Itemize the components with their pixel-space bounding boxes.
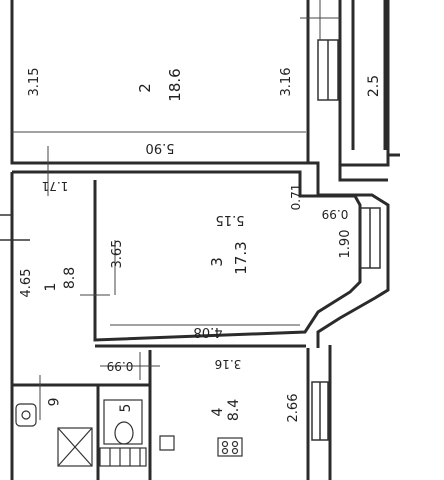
stove-burner-4 [231, 447, 239, 455]
dim-bath-top: 0.99 [107, 359, 134, 373]
dim-room2-left: 3.15 [27, 68, 42, 97]
dim-balcony: 2.5 [366, 75, 382, 97]
room-5-number: 5 [118, 404, 134, 413]
stove-burner-1 [221, 440, 229, 448]
shower-tray [57, 427, 93, 467]
dim-room1-left: 4.65 [19, 269, 34, 298]
room-4-area: 8.4 [226, 399, 242, 421]
wall-balcony [338, 0, 390, 167]
room-6-number: 6 [44, 398, 60, 407]
wall-room3 [93, 170, 362, 342]
walls [10, 0, 400, 480]
toilet-5-bowl [114, 421, 134, 445]
stove-burner-3 [221, 447, 229, 455]
fixtures [15, 399, 243, 467]
sink-6-drain [21, 410, 31, 420]
dim-room1-top: 1.71 [42, 179, 69, 193]
room-3-area: 17.3 [232, 241, 250, 274]
dim-niche: 0.99 [322, 207, 349, 221]
stove [217, 437, 243, 457]
room-2-number: 2 [136, 83, 154, 93]
dim-room3-bottom: 4.08 [194, 324, 223, 339]
room-labels: 2 18.6 3 17.3 1 8.8 4 8.4 5 6 [43, 68, 250, 421]
room-1-number: 1 [43, 283, 59, 292]
dim-room4-right: 2.66 [286, 394, 301, 423]
room-3-number: 3 [208, 257, 226, 267]
dim-room3-right: 1.90 [338, 230, 353, 259]
wall-corridor-outer [338, 165, 388, 182]
dim-room3-left: 3.65 [110, 240, 125, 269]
dim-corridor: 0.71 [289, 184, 303, 211]
dimension-lines [12, 0, 340, 420]
dim-room2-right: 3.16 [279, 68, 294, 97]
shower-cross-2 [57, 427, 93, 467]
dim-room4-top: 3.16 [215, 357, 242, 371]
dimension-labels: 3.15 3.16 5.90 2.5 1.71 4.65 3.65 5.15 0… [19, 68, 382, 423]
room-4-number: 4 [210, 407, 226, 416]
room-1-area: 8.8 [62, 267, 78, 289]
sink-6 [15, 403, 37, 427]
wall-room2 [10, 0, 310, 165]
room-2-area: 18.6 [166, 68, 184, 101]
dim-room3-top: 5.15 [216, 212, 245, 227]
windows [0, 39, 381, 441]
wall-corridor [308, 161, 390, 348]
radiator-5 [99, 447, 147, 467]
kitchen-sink [159, 435, 175, 451]
dim-room2-bottom: 5.90 [146, 140, 175, 155]
stove-burner-2 [231, 440, 239, 448]
